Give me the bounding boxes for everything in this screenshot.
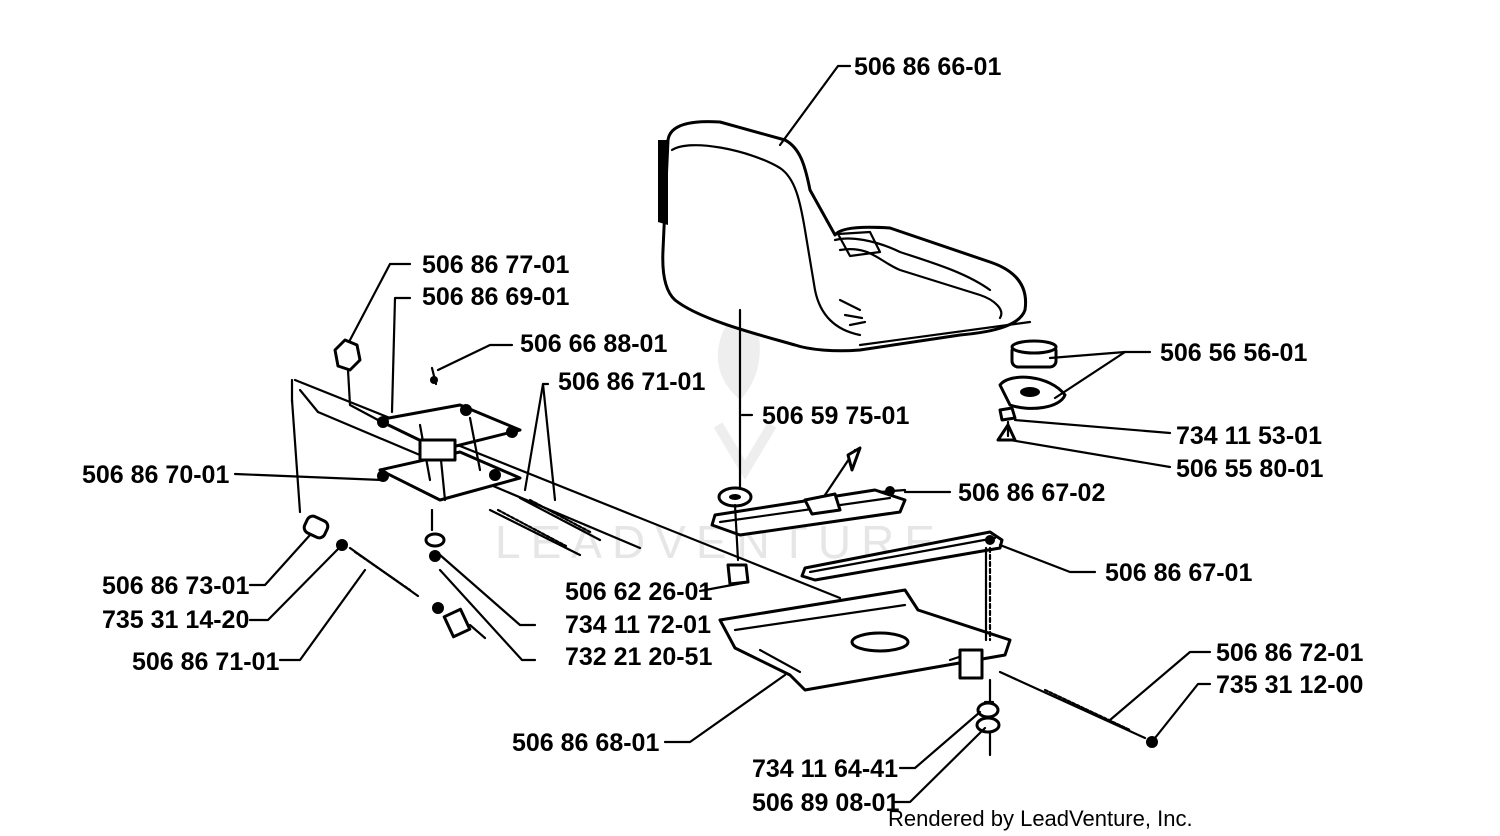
render-credit: Rendered by LeadVenture, Inc. xyxy=(888,806,1193,831)
label-735-31-12-00: 735 31 12-00 xyxy=(1216,671,1363,699)
leader-lines xyxy=(233,64,1212,804)
seat-mount-hardware xyxy=(717,308,1158,757)
label-506-86-69-01: 506 86 69-01 xyxy=(422,283,569,311)
label-734-11-64-41: 734 11 64-41 xyxy=(752,755,898,783)
label-506-55-80-01: 506 55 80-01 xyxy=(1176,455,1323,483)
base-plate-part xyxy=(718,546,1012,692)
label-734-11-72-01: 734 11 72-01 xyxy=(565,611,711,639)
label-732-21-20-51: 732 21 20-51 xyxy=(565,643,712,671)
frame-assembly-part xyxy=(290,338,842,640)
label-506-59-75-01: 506 59 75-01 xyxy=(762,402,909,430)
seat-part xyxy=(658,120,1032,353)
label-506-86-68-01: 506 86 68-01 xyxy=(512,729,659,757)
label-506-86-71-01-top: 506 86 71-01 xyxy=(558,368,705,396)
label-506-86-72-01: 506 86 72-01 xyxy=(1216,639,1363,667)
seat-switch-hardware xyxy=(996,339,1067,442)
part-labels: 506 86 66-01 506 86 77-01 506 86 69-01 5… xyxy=(82,53,1363,817)
label-506-86-71-01-bottom: 506 86 71-01 xyxy=(132,648,279,676)
label-506-86-67-01: 506 86 67-01 xyxy=(1105,559,1252,587)
label-506-56-56-01: 506 56 56-01 xyxy=(1160,339,1307,367)
label-506-86-77-01: 506 86 77-01 xyxy=(422,251,569,279)
label-734-11-53-01: 734 11 53-01 xyxy=(1176,422,1322,450)
label-735-31-14-20: 735 31 14-20 xyxy=(102,606,249,634)
label-506-62-26-01: 506 62 26-01 xyxy=(565,578,712,606)
label-506-66-88-01: 506 66 88-01 xyxy=(520,330,667,358)
label-506-89-08-01: 506 89 08-01 xyxy=(752,789,899,817)
label-506-86-67-02: 506 86 67-02 xyxy=(958,479,1105,507)
label-506-86-66-01: 506 86 66-01 xyxy=(854,53,1001,81)
label-506-86-70-01: 506 86 70-01 xyxy=(82,461,229,489)
label-506-86-73-01: 506 86 73-01 xyxy=(102,572,249,600)
slide-rail-part xyxy=(710,446,1004,582)
